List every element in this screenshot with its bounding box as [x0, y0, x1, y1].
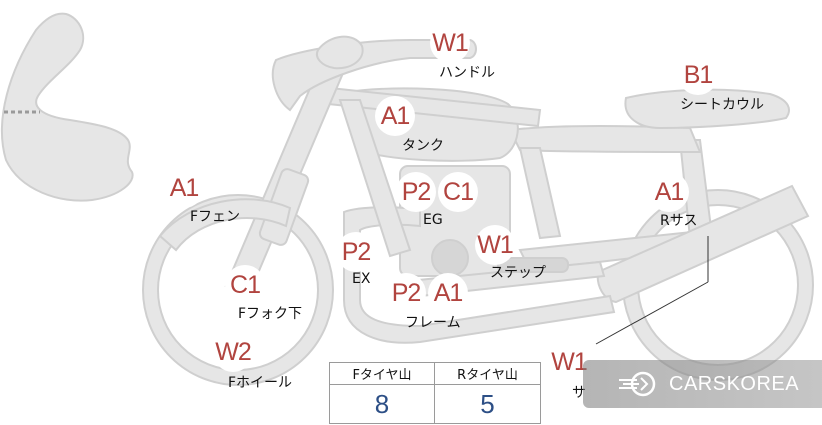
label-step: ステップ [490, 265, 546, 281]
label-ex: EX [352, 271, 371, 287]
marker-seat-cowl: B1 [678, 55, 718, 95]
watermark-text: CARSKOREA [669, 372, 800, 395]
rear-tire-value: 5 [480, 388, 495, 419]
marker-frame-p: P2 [386, 273, 426, 313]
front-cowl [0, 12, 134, 202]
marker-f-fender: A1 [164, 168, 204, 208]
marker-f-wheel: W2 [213, 332, 253, 372]
marker-eg-p: P2 [396, 172, 436, 212]
label-seat-cowl: シートカウル [680, 97, 764, 113]
headlight [316, 35, 364, 70]
label-r-sus: Rサス [660, 213, 698, 229]
marker-r-sus: A1 [649, 172, 689, 212]
label-f-fender: Fフェン [190, 209, 241, 225]
rear-frame [518, 147, 562, 240]
carskorea-logo-icon [619, 371, 656, 397]
marker-r-side: W1 [549, 342, 589, 382]
label-f-fork: Fフォク下 [238, 306, 303, 322]
marker-f-fork: C1 [225, 265, 265, 305]
front-fender [158, 198, 292, 252]
marker-handle: W1 [430, 23, 470, 63]
tire-tread-table: Fタイヤ山 Rタイヤ山 8 5 [329, 362, 541, 424]
marker-eg-c: C1 [438, 172, 478, 212]
marker-step: W1 [475, 225, 515, 265]
label-eg: EG [423, 212, 443, 228]
label-f-wheel: Fホイール [228, 375, 293, 391]
footstep-shape [497, 257, 569, 273]
label-frame: フレーム [405, 315, 461, 331]
label-handle: ハンドル [439, 65, 495, 81]
marker-tank: A1 [375, 96, 415, 136]
down-tube [338, 99, 412, 258]
rear-tire-header: Rタイヤ山 [435, 363, 540, 385]
seat [508, 125, 702, 154]
label-tank: タンク [402, 138, 444, 154]
label-r-side: サ [572, 385, 586, 401]
front-tire-header: Fタイヤ山 [330, 363, 435, 385]
marker-ex: P2 [336, 232, 376, 272]
front-tire-value: 8 [330, 385, 435, 423]
carskorea-watermark: CARSKOREA [583, 360, 822, 408]
marker-frame-a: A1 [428, 273, 468, 313]
